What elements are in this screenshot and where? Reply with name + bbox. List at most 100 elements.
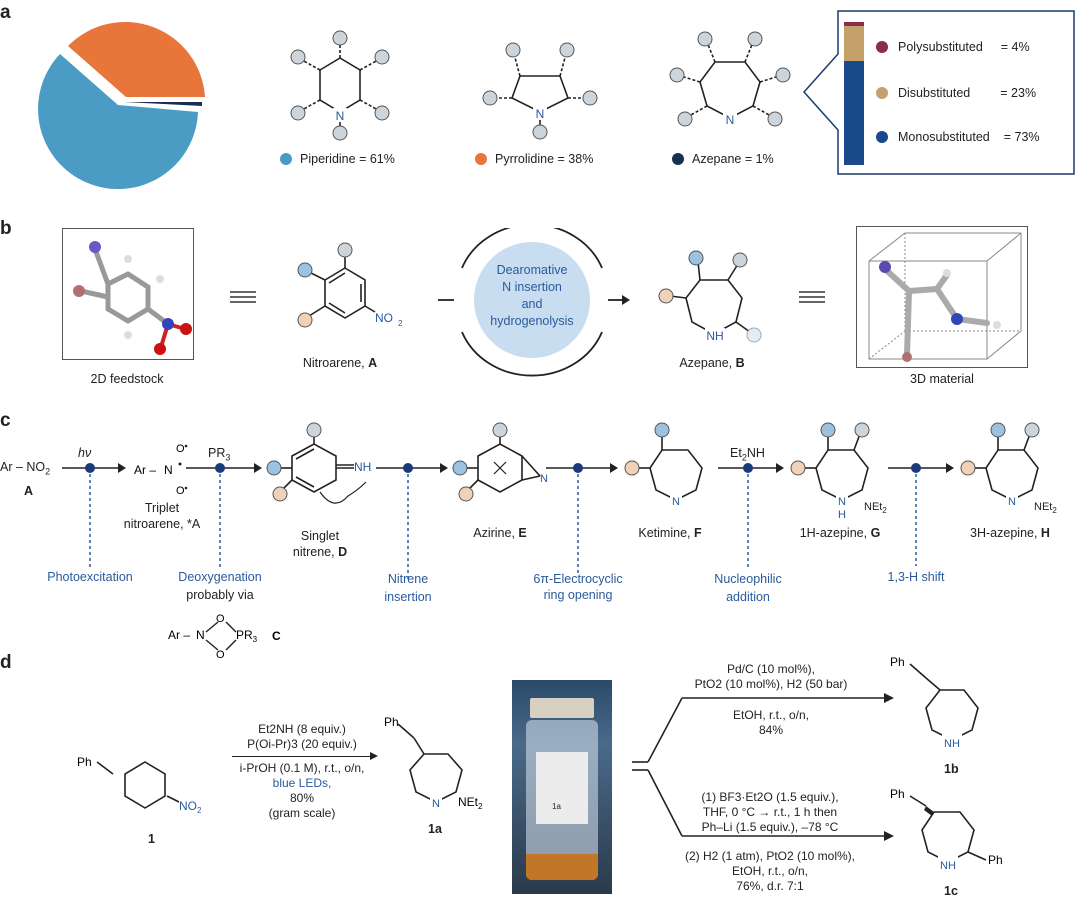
- cond-1: Et2NH (8 equiv.): [258, 722, 346, 736]
- sub-di-label: Disubstituted: [898, 86, 971, 100]
- lower-conditions: (1) BF3·Et2O (1.5 equiv.), THF, 0 °C → r…: [660, 790, 880, 894]
- ketimine-text: Ketimine,: [638, 526, 691, 540]
- vial-photo: 1a: [512, 680, 612, 894]
- panel-a-letter: a: [0, 2, 11, 23]
- lower-cond-2: THF, 0 °C → r.t., 1 h then: [702, 805, 838, 819]
- svg-text:O: O: [216, 613, 225, 625]
- azepane-n: N: [726, 113, 735, 127]
- ketimine-bold: F: [693, 526, 702, 540]
- sm-1-label: 1: [148, 832, 155, 846]
- pyrrolidine-structure: N: [482, 42, 598, 140]
- upper-cond-2: PtO2 (10 mol%), H2 (50 bar): [694, 677, 848, 691]
- step-insertion: insertion: [384, 590, 432, 604]
- process-line-1: Dearomative: [496, 263, 568, 277]
- process-circle: [438, 228, 630, 377]
- feedstock-label: 2D feedstock: [90, 372, 164, 386]
- product-1c-label: 1c: [944, 884, 958, 898]
- mechanism-arrows: [62, 463, 954, 582]
- svg-text:O: O: [176, 443, 185, 455]
- no2-sub: 2: [398, 319, 403, 328]
- cond-5: 80%: [289, 791, 315, 805]
- branch-arrows: [632, 693, 894, 841]
- piperidine-n: N: [336, 109, 345, 123]
- nitroarene-text: Nitroarene,: [302, 356, 365, 370]
- process-text: Dearomative N insertion and hydrogenolys…: [482, 262, 582, 330]
- material-image: [856, 226, 1028, 368]
- sub-di: Disubstituted = 23%: [876, 86, 1036, 100]
- sm-1-structure: Ph NO2: [77, 755, 202, 815]
- triplet-line-1: Triplet: [144, 501, 180, 515]
- pie-slice-azepane: [124, 102, 202, 106]
- triplet-line-2: nitroarene, *A: [123, 517, 201, 531]
- triplet-label: Triplet nitroarene, *A: [124, 500, 200, 532]
- legend-piperidine: Piperidine = 61%: [280, 152, 395, 166]
- svg-text:NEt2: NEt2: [458, 795, 483, 811]
- azepine-g-h: H: [838, 509, 846, 521]
- pie-slice-pyrrolidine: [68, 21, 205, 97]
- feedstock-molecule: [73, 241, 192, 355]
- svg-text:NH: NH: [944, 738, 960, 750]
- substitution-callout: [802, 10, 1075, 175]
- cond-2: P(Oi-Pr)3 (20 equiv.): [247, 737, 357, 751]
- step-photoexcitation: Photoexcitation: [47, 570, 133, 584]
- sub-poly-value: = 4%: [1000, 40, 1030, 54]
- legend-azepane-label: Azepane = 1%: [692, 152, 774, 166]
- azirine-text: Azirine,: [473, 526, 515, 540]
- lower-cond-3: Ph–Li (1.5 equiv.), –78 °C: [701, 820, 839, 834]
- nitrene-d-structure: NH: [266, 422, 371, 504]
- product-1c-structure: Ph NH Ph: [890, 787, 1003, 872]
- material-cube: [868, 232, 1022, 362]
- pyrrolidine-n: N: [536, 107, 545, 121]
- ketimine-f-label: Ketimine, F: [638, 526, 701, 540]
- svg-text:O: O: [216, 649, 225, 660]
- cond-3: i-PrOH (0.1 M), r.t., o/n,: [239, 761, 365, 775]
- svg-text:NEt2: NEt2: [1034, 501, 1057, 515]
- azepine-g-bold: G: [870, 526, 881, 540]
- product-1b-structure: Ph NH: [890, 655, 979, 750]
- equiv-symbol-2: [799, 291, 825, 303]
- svg-text:N: N: [196, 628, 205, 642]
- triplet-structure: Ar – N OO: [134, 443, 188, 497]
- svg-text:NO2: NO2: [179, 799, 202, 815]
- sm-ph: Ph: [77, 755, 92, 769]
- panel-c-letter: c: [0, 410, 11, 431]
- step-ring-opening: ring opening: [543, 588, 613, 602]
- et2nh-label: Et2NH: [730, 446, 765, 463]
- azepine-h-structure: N NEt2: [960, 422, 1057, 515]
- no2-label: NO: [375, 311, 393, 325]
- sub-mono-value: = 73%: [1003, 130, 1040, 144]
- azepane-b-label: Azepane, B: [679, 356, 744, 370]
- sub-di-value: = 23%: [1000, 86, 1037, 100]
- azepane-b-structure: NH: [658, 250, 762, 343]
- svg-text:Ar –: Ar –: [168, 628, 190, 642]
- azepane-b-text: Azepane,: [679, 356, 733, 370]
- pie-chart: [38, 21, 205, 190]
- pr3-text: PR: [208, 446, 226, 460]
- lower-cond-1: (1) BF3·Et2O (1.5 equiv.),: [701, 790, 839, 804]
- svg-text:N: N: [164, 463, 173, 477]
- panel-d-letter: d: [0, 652, 12, 673]
- legend-piperidine-label: Piperidine = 61%: [300, 152, 395, 166]
- sub-mono-label: Monosubstituted: [898, 130, 990, 144]
- ar-no2-bold: A: [24, 484, 34, 498]
- azirine-n: N: [540, 473, 548, 485]
- upper-conditions: Pd/C (10 mol%), PtO2 (10 mol%), H2 (50 b…: [666, 662, 876, 738]
- sub-poly-label: Polysubstituted: [898, 40, 983, 54]
- azirine-e-label: Azirine, E: [473, 526, 527, 540]
- nitroarene-label: Nitroarene, A: [303, 356, 377, 370]
- panel-b-letter: b: [0, 218, 12, 239]
- azepine-h-n: N: [1008, 496, 1016, 508]
- et2nh-text: Et: [730, 446, 742, 460]
- equiv-symbol-1: [230, 291, 256, 303]
- main-conditions: Et2NH (8 equiv.) P(Oi-Pr)3 (20 equiv.) i…: [232, 722, 378, 821]
- azepine-g-text: 1H-azepine,: [799, 526, 868, 540]
- p1c-ph: Ph: [890, 787, 905, 801]
- cond-6: (gram scale): [268, 806, 336, 820]
- process-line-2: N insertion: [502, 280, 562, 294]
- nitrene-line-2: nitrene,: [292, 545, 335, 559]
- step-electrocyclic: 6π-Electrocyclic: [533, 572, 623, 586]
- product-1b-label: 1b: [944, 762, 959, 776]
- process-line-4: hydrogenolysis: [490, 314, 574, 328]
- vial-label: 1a: [552, 802, 561, 811]
- azepine-h-text: 3H-azepine,: [970, 526, 1038, 540]
